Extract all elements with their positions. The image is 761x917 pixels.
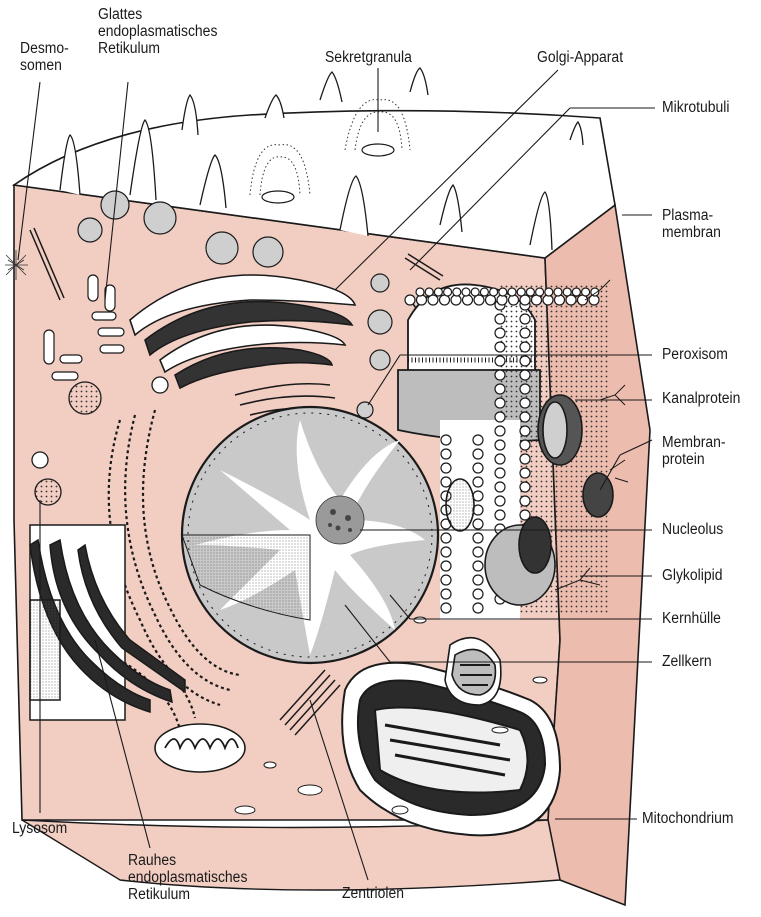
phospholipid-head <box>520 384 530 394</box>
phospholipid-head <box>495 468 505 478</box>
phospholipid-head <box>520 356 530 366</box>
phospholipid-head <box>520 328 530 338</box>
phospholipid-head <box>417 295 427 305</box>
label-zellkern: Zellkern <box>662 653 712 670</box>
phospholipid-head <box>495 510 505 520</box>
phospholipid-head <box>473 561 483 571</box>
phospholipid-head <box>536 288 544 296</box>
phospholipid-head <box>509 295 519 305</box>
phospholipid-head <box>444 288 452 296</box>
phospholipid-head <box>441 449 451 459</box>
label-nucleolus: Nucleolus <box>662 521 723 538</box>
phospholipid-head <box>508 288 516 296</box>
phospholipid-head <box>520 440 530 450</box>
phospholipid-head <box>520 412 530 422</box>
phospholipid-head <box>495 440 505 450</box>
phospholipid-head <box>554 288 562 296</box>
phospholipid-head <box>563 288 571 296</box>
phospholipid-head <box>520 398 530 408</box>
phospholipid-head <box>480 288 488 296</box>
phospholipid-head <box>434 288 442 296</box>
phospholipid-head <box>473 449 483 459</box>
phospholipid-head <box>473 463 483 473</box>
phospholipid-head <box>495 482 505 492</box>
phospholipid-head <box>463 295 473 305</box>
phospholipid-head <box>425 288 433 296</box>
phospholipid-head <box>520 314 530 324</box>
phospholipid-head <box>453 288 461 296</box>
phospholipid-head <box>441 463 451 473</box>
phospholipid-head <box>473 435 483 445</box>
phospholipid-head <box>462 288 470 296</box>
phospholipid-head <box>473 477 483 487</box>
phospholipid-head <box>526 288 534 296</box>
phospholipid-head <box>473 589 483 599</box>
label-lysosom: Lysosom <box>12 820 67 837</box>
phospholipid-head <box>499 288 507 296</box>
phospholipid-head <box>520 426 530 436</box>
phospholipid-head <box>495 496 505 506</box>
mitochondrion-bottom <box>155 724 245 772</box>
phospholipid-head <box>520 468 530 478</box>
phospholipid-head <box>441 589 451 599</box>
label-kanalprotein: Kanalprotein <box>662 390 740 407</box>
phospholipid-head <box>473 603 483 613</box>
label-rauhes-er: Rauhes endoplasmatisches Retikulum <box>128 852 247 903</box>
label-zentriolen: Zentriolen <box>342 885 404 902</box>
phospholipid-head <box>520 342 530 352</box>
label-kernhuelle: Kernhülle <box>662 610 721 627</box>
phospholipid-head <box>441 575 451 585</box>
phospholipid-head <box>495 328 505 338</box>
label-mitochondrium: Mitochondrium <box>642 810 733 827</box>
phospholipid-head <box>495 398 505 408</box>
phospholipid-head <box>517 288 525 296</box>
phospholipid-head <box>490 288 498 296</box>
label-sekretgranula: Sekretgranula <box>325 49 412 66</box>
phospholipid-head <box>495 356 505 366</box>
phospholipid-head <box>473 519 483 529</box>
phospholipid-head <box>495 454 505 464</box>
phospholipid-head <box>416 288 424 296</box>
phospholipid-head <box>495 384 505 394</box>
nucleolus <box>316 496 364 544</box>
phospholipid-head <box>441 477 451 487</box>
phospholipid-head <box>520 370 530 380</box>
phospholipid-head <box>495 426 505 436</box>
label-glykolipid: Glykolipid <box>662 567 722 584</box>
phospholipid-head <box>473 533 483 543</box>
label-desmosomen: Desmo- somen <box>20 40 69 74</box>
phospholipid-head <box>441 533 451 543</box>
phospholipid-head <box>473 547 483 557</box>
phospholipid-head <box>582 288 590 296</box>
label-glattes-er: Glattes endoplasmatisches Retikulum <box>98 6 217 57</box>
phospholipid-head <box>495 342 505 352</box>
phospholipid-head <box>495 412 505 422</box>
phospholipid-head <box>520 496 530 506</box>
phospholipid-head <box>555 295 565 305</box>
phospholipid-head <box>441 547 451 557</box>
phospholipid-head <box>441 603 451 613</box>
label-golgi: Golgi-Apparat <box>537 49 623 66</box>
phospholipid-head <box>520 482 530 492</box>
phospholipid-head <box>473 575 483 585</box>
label-mikrotubuli: Mikrotubuli <box>662 99 729 116</box>
label-peroxisom: Peroxisom <box>662 346 728 363</box>
phospholipid-head <box>471 288 479 296</box>
nucleus <box>182 407 438 663</box>
phospholipid-head <box>495 314 505 324</box>
phospholipid-head <box>441 561 451 571</box>
phospholipid-head <box>441 435 451 445</box>
label-membranprotein: Membran- protein <box>662 434 726 468</box>
phospholipid-head <box>545 288 553 296</box>
phospholipid-head <box>495 370 505 380</box>
phospholipid-head <box>405 295 415 305</box>
label-plasmamembran: Plasma- membran <box>662 207 721 241</box>
phospholipid-head <box>572 288 580 296</box>
phospholipid-head <box>520 454 530 464</box>
